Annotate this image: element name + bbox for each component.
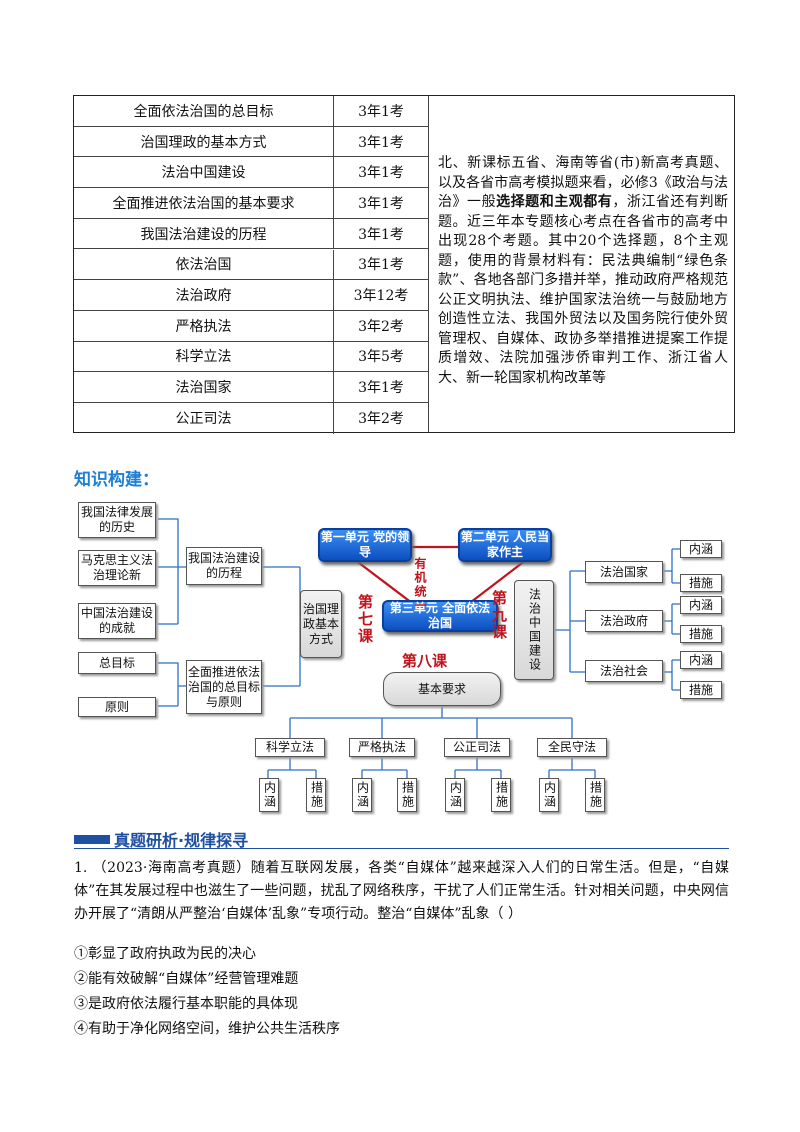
achievements-box: 中国法治建设的成就 [78, 603, 156, 639]
connotation-box: 内涵 [352, 778, 372, 812]
knowledge-heading: 知识构建： [74, 470, 159, 490]
measures-box: 措施 [491, 778, 511, 812]
strict-enforcement-box: 严格执法 [349, 738, 415, 757]
connotation-box: 内涵 [680, 596, 722, 614]
unit3-box: 第三单元 全面依法治国 [382, 600, 498, 632]
banner-title: 真题研析·规律探寻 [114, 831, 249, 850]
connotation-box: 内涵 [680, 540, 722, 558]
measures-box: 措施 [397, 778, 417, 812]
banner-bar [74, 835, 110, 844]
measures-box: 措施 [680, 625, 722, 643]
table-divider [428, 96, 429, 432]
lesson8-label: 第八课 [402, 652, 448, 670]
marxist-theory-box: 马克思主义法治理论新 [78, 550, 156, 586]
measures-box: 措施 [680, 574, 722, 592]
option-3: ③是政府依法履行基本职能的具体现 [74, 996, 298, 1012]
banner-underline [74, 848, 729, 849]
measures-box: 措施 [585, 778, 605, 812]
unity-label: 有机统一 [413, 557, 427, 613]
principle-box: 原则 [78, 697, 156, 717]
question-text: 1. （2023·海南高考真题）随着互联网发展，各类“自媒体”越来越深入人们的日… [74, 860, 729, 922]
governance-box: 治国理政基本方式 [300, 590, 342, 658]
option-2: ②能有效破解“自媒体”经营管理难题 [74, 971, 299, 987]
connotation-box: 内涵 [680, 651, 722, 669]
general-goal-box: 总目标 [78, 652, 156, 674]
section-banner: 真题研析·规律探寻 [74, 827, 729, 850]
option-1: ①彰显了政府执政为民的决心 [74, 946, 256, 962]
rule-of-law-society-box: 法治社会 [585, 660, 663, 682]
connotation-box: 内涵 [259, 778, 279, 812]
unit1-box: 第一单元 党的领导 [318, 528, 412, 562]
measures-box: 措施 [306, 778, 326, 812]
rule-of-law-government-box: 法治政府 [585, 610, 663, 632]
lesson7-label: 第七课 [356, 594, 374, 645]
option-4: ④有助于净化网络空间，维护公共生活秩序 [74, 1021, 340, 1037]
scientific-legislation-box: 科学立法 [255, 738, 325, 757]
construction-box: 法治中国建设 [514, 580, 554, 680]
analysis-note: 北、新课标五省、海南等省(市)新高考真题、以及各省市高考模拟题来看，必修3《政治… [438, 155, 729, 386]
law-history-box: 我国法律发展的历史 [78, 502, 156, 538]
goal-principle-box: 全面推进依法治国的总目标与原则 [186, 660, 262, 714]
connotation-box: 内涵 [445, 778, 465, 812]
basic-requirement-box: 基本要求 [383, 672, 501, 706]
unit2-box: 第二单元 人民当家作主 [458, 528, 552, 562]
connotation-box: 内涵 [539, 778, 559, 812]
fair-justice-box: 公正司法 [444, 738, 510, 757]
history-box: 我国法治建设的历程 [186, 547, 262, 585]
rule-of-law-country-box: 法治国家 [585, 561, 663, 583]
universal-observance-box: 全民守法 [537, 738, 607, 757]
lesson9-label: 第九课 [490, 590, 508, 641]
measures-box: 措施 [680, 681, 722, 699]
